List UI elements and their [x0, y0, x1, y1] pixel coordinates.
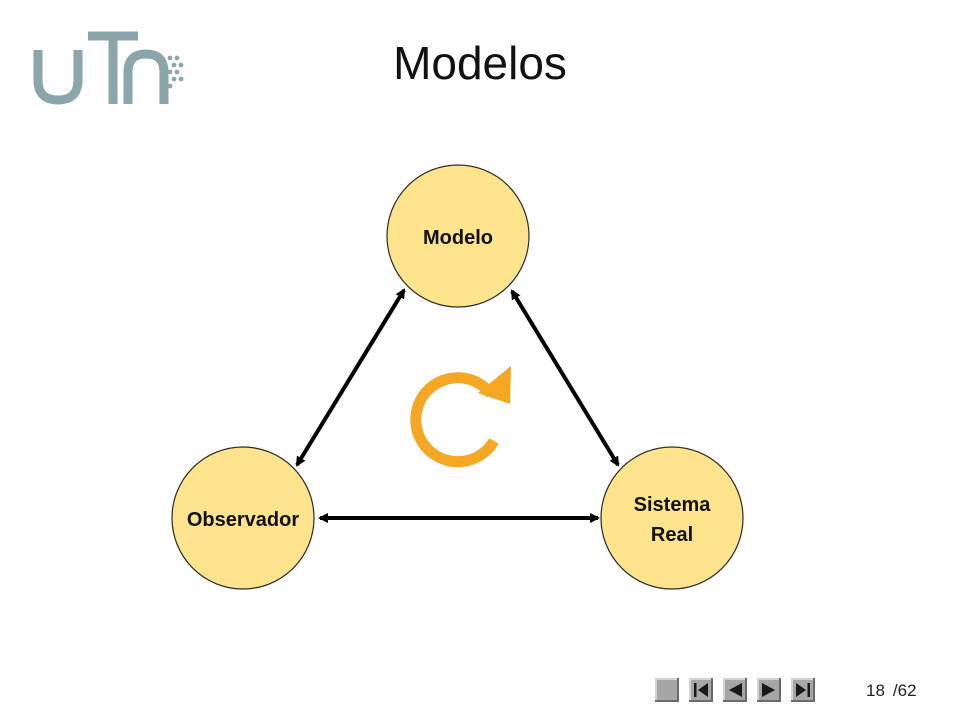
first-page-button[interactable]: [689, 678, 713, 702]
prev-page-button[interactable]: [723, 678, 747, 702]
last-page-icon: [796, 683, 810, 697]
node-observador-label: Observador: [187, 509, 299, 531]
blank-nav-button[interactable]: [655, 678, 679, 702]
arrow-observador-modelo: [295, 288, 406, 467]
current-page: 18: [866, 681, 885, 700]
node-sistema-real-label-line1: Sistema: [634, 494, 712, 516]
node-sistema-real-label-line2: Real: [651, 524, 693, 546]
node-modelo: Modelo: [386, 164, 530, 308]
node-modelo-label: Modelo: [423, 227, 493, 249]
first-page-icon: [694, 683, 708, 697]
node-observador: Observador: [171, 446, 315, 590]
arrow-modelo-sistema-real: [510, 289, 620, 467]
prev-page-icon: [729, 683, 742, 697]
slide-navigation: [655, 678, 815, 702]
next-page-button[interactable]: [757, 678, 781, 702]
node-sistema-real: Sistema Real: [600, 446, 744, 590]
slide-title: Modelos: [393, 37, 567, 89]
last-page-button[interactable]: [791, 678, 815, 702]
page-counter: 18/62: [866, 681, 917, 701]
refresh-icon: [410, 366, 511, 468]
total-pages: /62: [892, 681, 917, 700]
next-page-icon: [762, 683, 775, 697]
utn-logo: [33, 31, 184, 105]
